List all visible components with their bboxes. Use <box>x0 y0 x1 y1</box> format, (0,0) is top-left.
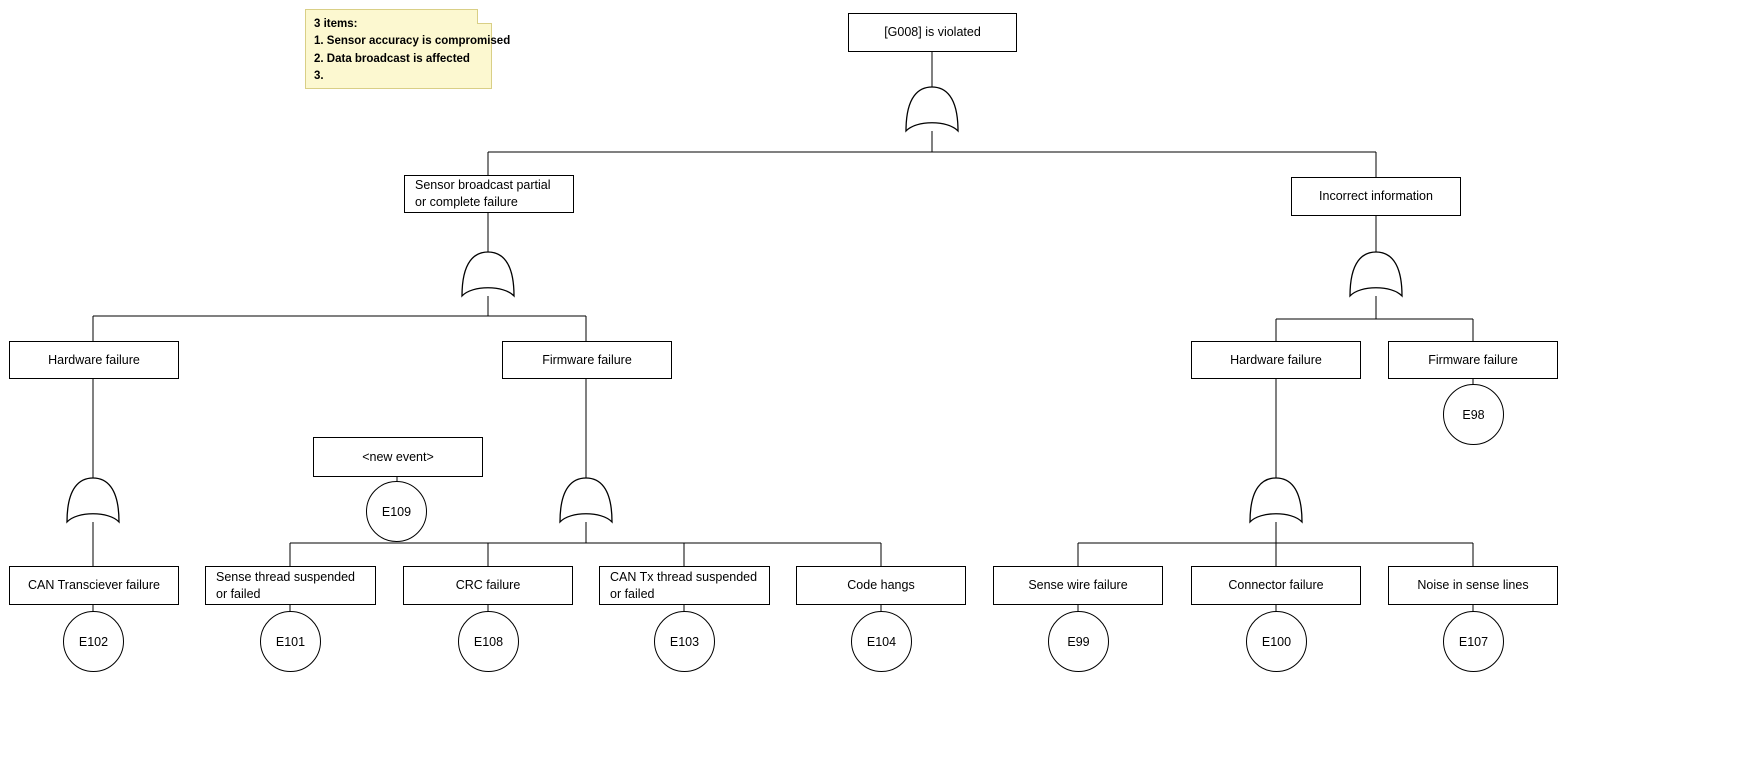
node-noise-in-sense-lines[interactable]: Noise in sense lines <box>1388 566 1558 605</box>
note-fold-corner <box>477 9 492 24</box>
node-firmware-failure-left[interactable]: Firmware failure <box>502 341 672 379</box>
note-line-1: 1. Sensor accuracy is compromised <box>314 35 511 48</box>
node-sense-wire-failure-label: Sense wire failure <box>1028 578 1128 593</box>
node-root-label: [G008] is violated <box>884 25 981 40</box>
node-hardware-failure-right[interactable]: Hardware failure <box>1191 341 1361 379</box>
or-gate-sensor-broadcast <box>461 251 515 298</box>
node-can-transciever-failure[interactable]: CAN Transciever failure <box>9 566 179 605</box>
event-id-connector-failure-label: E100 <box>1261 634 1292 649</box>
node-sense-wire-failure[interactable]: Sense wire failure <box>993 566 1163 605</box>
event-id-firmware-failure-right-label: E98 <box>1462 407 1485 422</box>
event-id-code-hangs-label: E104 <box>866 634 897 649</box>
node-can-transciever-failure-label: CAN Transciever failure <box>28 578 160 593</box>
note-line-0: 3 items: <box>314 18 358 30</box>
node-incorrect-information[interactable]: Incorrect information <box>1291 177 1461 216</box>
event-id-connector-failure[interactable]: E100 <box>1246 611 1307 672</box>
event-id-sense-wire-failure[interactable]: E99 <box>1048 611 1109 672</box>
event-id-can-tx-thread-suspended[interactable]: E103 <box>654 611 715 672</box>
or-gate-hardware-left <box>66 477 120 524</box>
event-id-sense-thread-suspended-label: E101 <box>275 634 306 649</box>
event-id-can-transciever-failure[interactable]: E102 <box>63 611 124 672</box>
event-id-crc-failure[interactable]: E108 <box>458 611 519 672</box>
node-hardware-failure-right-label: Hardware failure <box>1230 352 1322 367</box>
node-crc-failure-label: CRC failure <box>455 578 521 593</box>
event-id-code-hangs[interactable]: E104 <box>851 611 912 672</box>
node-hardware-failure-left-label: Hardware failure <box>48 352 140 367</box>
note-line-2: 2. Data broadcast is affected <box>314 52 470 65</box>
event-id-new-event[interactable]: E109 <box>366 481 427 542</box>
event-id-noise-in-sense-lines-label: E107 <box>1458 634 1489 649</box>
node-sense-thread-suspended-label: Sense thread suspended or failed <box>216 569 355 601</box>
event-id-sense-wire-failure-label: E99 <box>1067 634 1090 649</box>
or-gate-firmware-left <box>559 477 613 524</box>
node-sensor-broadcast-failure[interactable]: Sensor broadcast partial or complete fai… <box>404 175 574 213</box>
node-can-tx-thread-suspended[interactable]: CAN Tx thread suspended or failed <box>599 566 770 605</box>
node-incorrect-information-label: Incorrect information <box>1319 189 1433 204</box>
node-root[interactable]: [G008] is violated <box>848 13 1017 52</box>
node-code-hangs-label: Code hangs <box>847 578 915 593</box>
event-id-can-tx-thread-suspended-label: E103 <box>669 634 700 649</box>
or-gate-root <box>905 86 959 133</box>
node-connector-failure[interactable]: Connector failure <box>1191 566 1361 605</box>
note-line-3: 3. <box>314 70 324 83</box>
event-id-can-transciever-failure-label: E102 <box>78 634 109 649</box>
node-can-tx-thread-suspended-label: CAN Tx thread suspended or failed <box>610 569 758 601</box>
event-id-noise-in-sense-lines[interactable]: E107 <box>1443 611 1504 672</box>
node-firmware-failure-right[interactable]: Firmware failure <box>1388 341 1558 379</box>
or-gate-incorrect-information <box>1349 251 1403 298</box>
node-code-hangs[interactable]: Code hangs <box>796 566 966 605</box>
or-gate-hardware-right <box>1249 477 1303 524</box>
node-crc-failure[interactable]: CRC failure <box>403 566 573 605</box>
node-hardware-failure-left[interactable]: Hardware failure <box>9 341 179 379</box>
node-firmware-failure-right-label: Firmware failure <box>1428 352 1518 367</box>
event-id-crc-failure-label: E108 <box>473 634 504 649</box>
node-new-event-label: <new event> <box>362 449 434 464</box>
sticky-note[interactable]: 3 items: 1. Sensor accuracy is compromis… <box>305 9 511 89</box>
node-firmware-failure-left-label: Firmware failure <box>542 352 632 367</box>
event-id-new-event-label: E109 <box>381 504 412 519</box>
event-id-firmware-failure-right[interactable]: E98 <box>1443 384 1504 445</box>
node-new-event[interactable]: <new event> <box>313 437 483 477</box>
node-sensor-broadcast-failure-label: Sensor broadcast partial or complete fai… <box>415 178 551 209</box>
node-sense-thread-suspended[interactable]: Sense thread suspended or failed <box>205 566 376 605</box>
event-id-sense-thread-suspended[interactable]: E101 <box>260 611 321 672</box>
node-noise-in-sense-lines-label: Noise in sense lines <box>1417 578 1529 593</box>
node-connector-failure-label: Connector failure <box>1228 578 1324 593</box>
